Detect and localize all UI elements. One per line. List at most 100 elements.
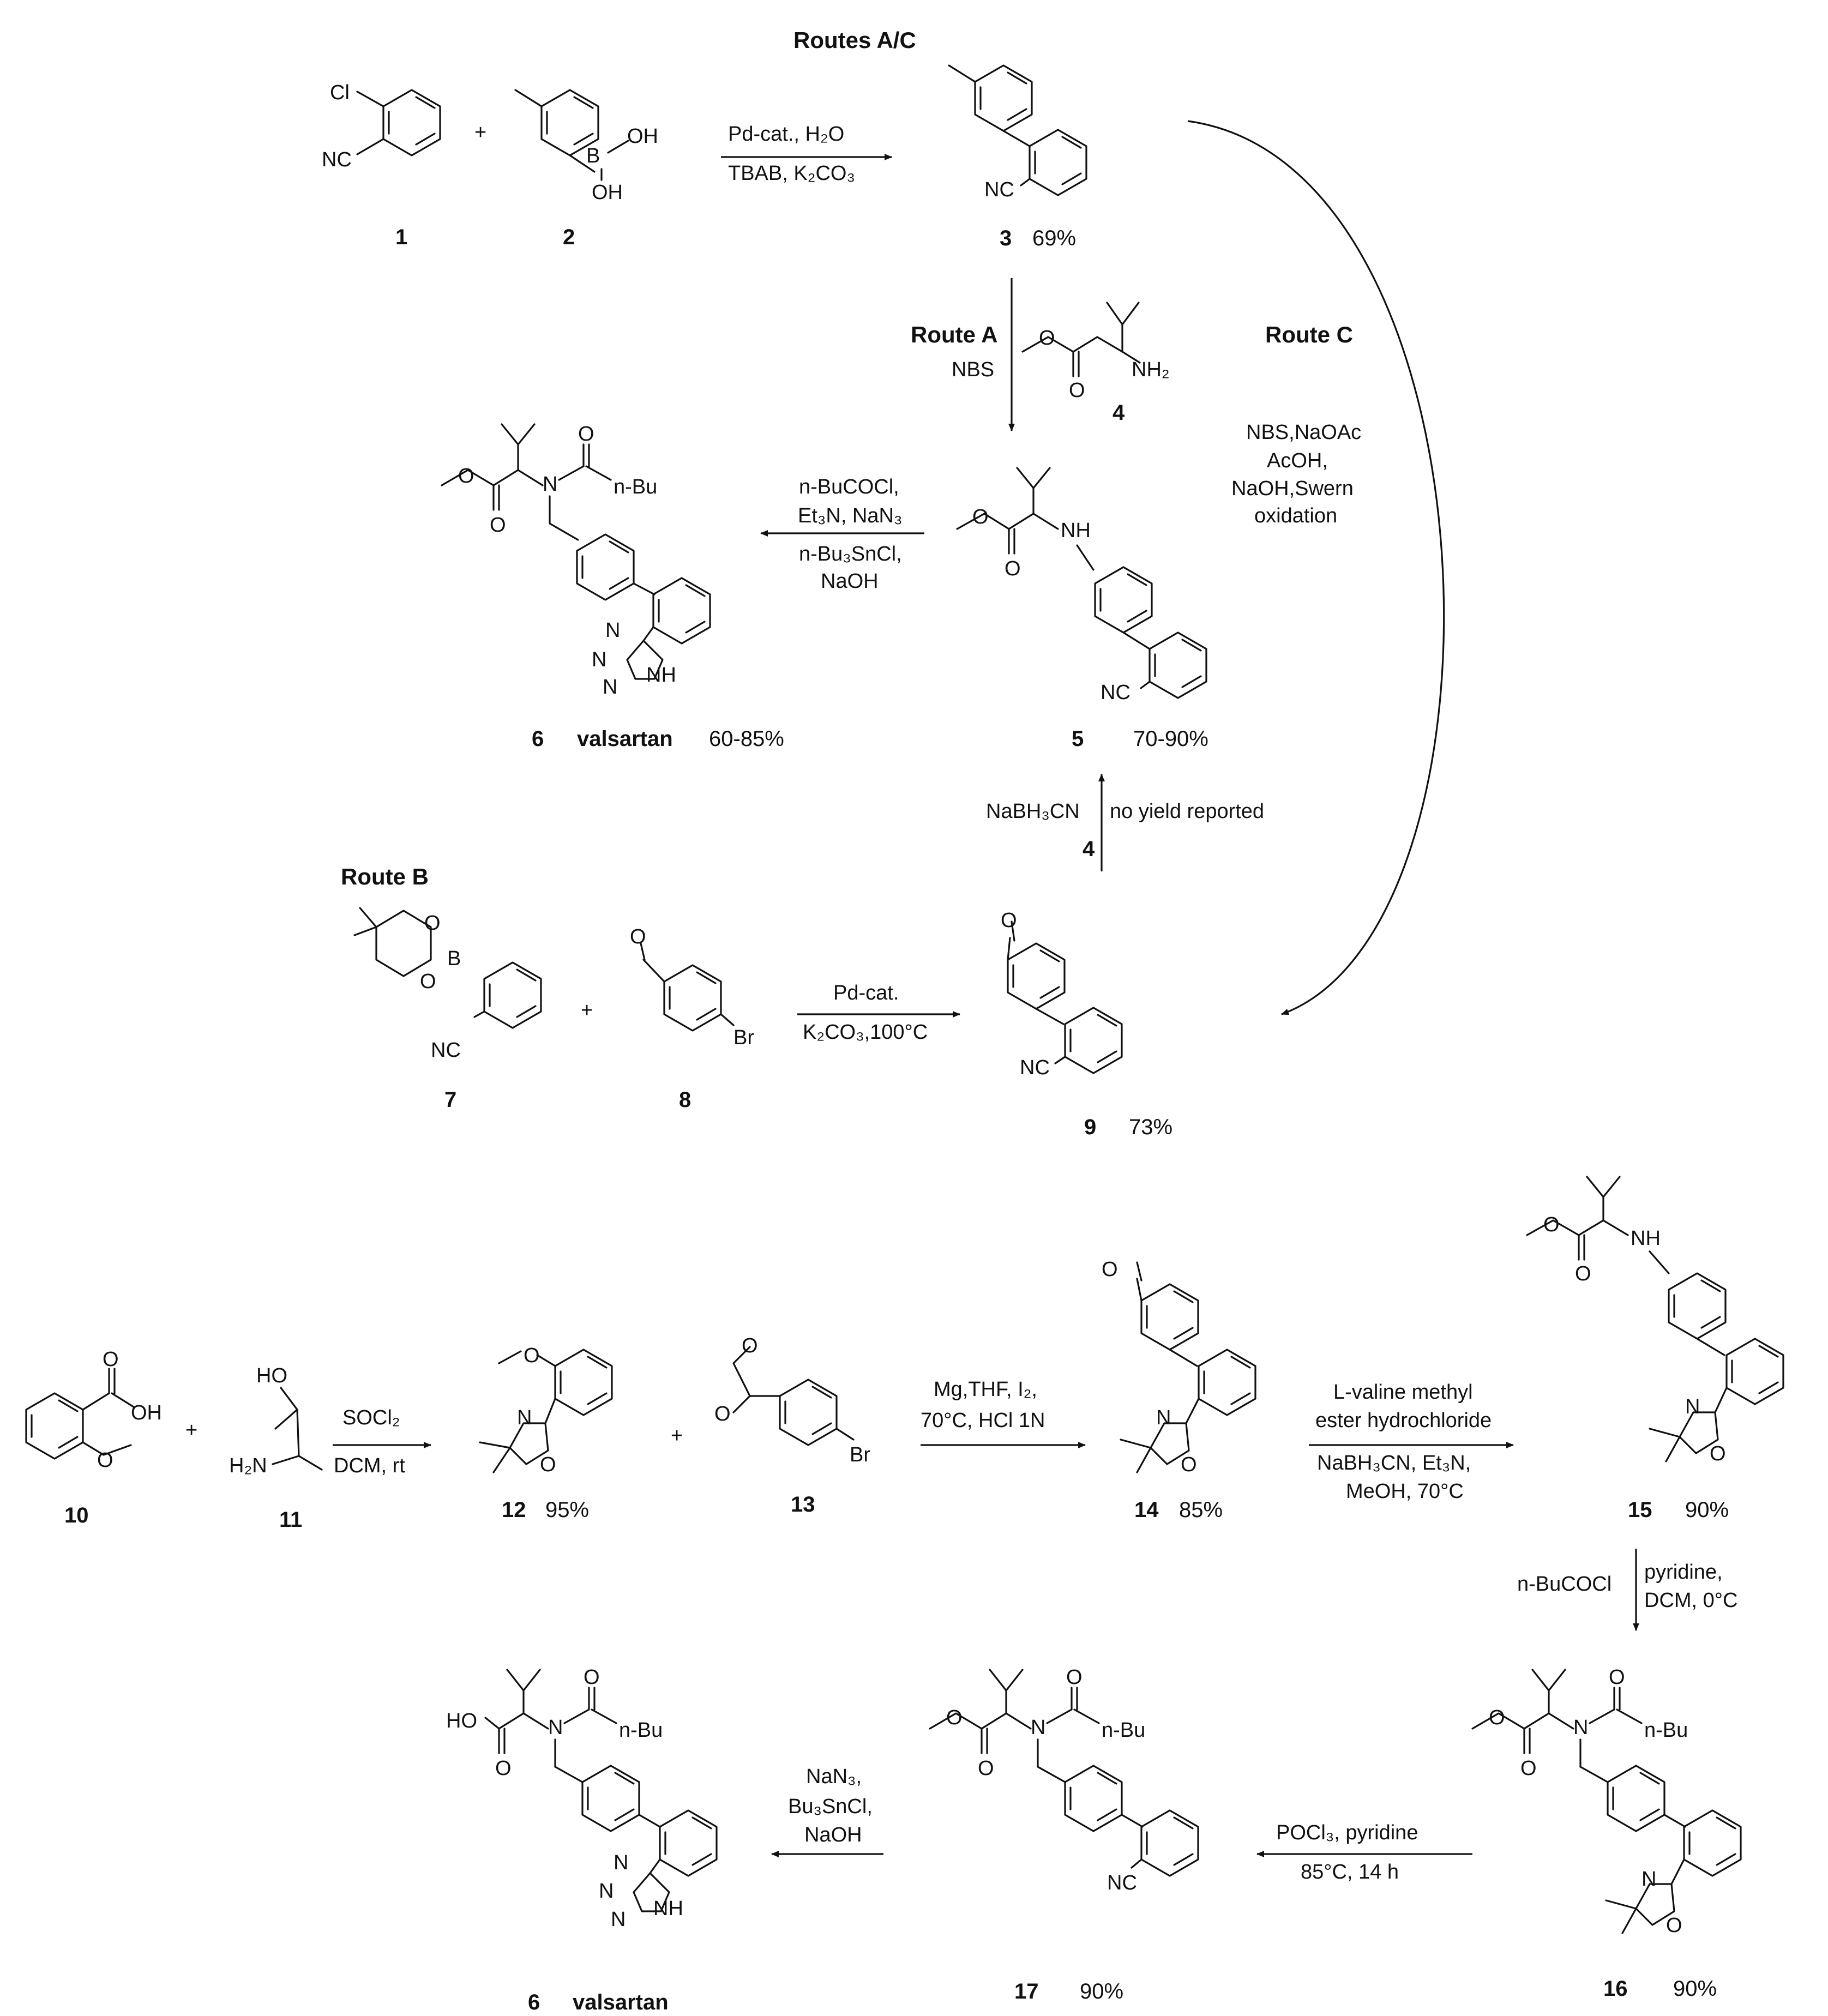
cmpd7-atom-nc: NC — [431, 1039, 461, 1062]
compound-16-yield: 90% — [1673, 1977, 1717, 2001]
cmpd16-atom-o1: O — [1489, 1706, 1505, 1729]
step9-5-reagent2: 4 — [1083, 837, 1095, 861]
compound-14-id: 14 — [1134, 1498, 1159, 1522]
compound-9-structure: O NC — [1001, 909, 1123, 1079]
cmpd12-atom-n: N — [517, 1406, 532, 1429]
route-a-reagent: NBS — [952, 358, 994, 381]
compound-5-yield: 70-90% — [1133, 727, 1208, 751]
compound-10-id: 10 — [64, 1503, 89, 1527]
cmpd6a-atom-o2: O — [490, 514, 506, 537]
plus-row2-2: + — [671, 1424, 683, 1447]
cmpd17-atom-o3: O — [1066, 1666, 1083, 1689]
compound-5-id: 5 — [1072, 727, 1084, 751]
cmpd10-atom-o2: O — [97, 1449, 113, 1472]
step1-cond-2: TBAB, K₂CO₃ — [728, 162, 855, 185]
cmpd6a-atom-n: N — [543, 473, 557, 496]
cmpd13-atom-o1: O — [742, 1334, 758, 1357]
route-c-cond-2: AcOH, — [1267, 449, 1328, 472]
step9-5-reagent: NaBH₃CN — [986, 800, 1080, 823]
cmpd16-atom-o3: O — [1609, 1666, 1625, 1689]
cmpd6a-atom-o3: O — [578, 423, 594, 446]
row2-cond3-3: NaBH₃CN, Et₃N, — [1317, 1452, 1471, 1475]
route-c-label: Route C — [1265, 322, 1353, 347]
cmpd17-atom-o2: O — [978, 1757, 994, 1780]
cmpd6b-atom-n1: N — [614, 1851, 628, 1874]
compound-14-yield: 85% — [1179, 1498, 1223, 1522]
cmpd12-atom-o1: O — [524, 1344, 540, 1367]
cmpd2-atom-b: B — [586, 145, 600, 167]
cmpd1-atom-cl: Cl — [330, 81, 350, 104]
routes-ac-label: Routes A/C — [793, 27, 916, 53]
step16-17-cond-2: 85°C, 14 h — [1301, 1861, 1399, 1883]
cmpd17-atom-n: N — [1031, 1716, 1045, 1739]
cmpd15-atom-o1: O — [1543, 1213, 1560, 1236]
compound-2-structure: B OH OH — [514, 89, 658, 204]
compound-8-id: 8 — [679, 1088, 691, 1112]
compound-17-structure: O O N O n-Bu NC — [929, 1666, 1199, 1894]
plus-1: + — [474, 121, 486, 144]
cmpd6a-atom-o1: O — [458, 465, 474, 488]
step5-6-cond-2: Et₃N, NaN₃ — [798, 504, 902, 527]
cmpd6a-atom-nh: NH — [646, 664, 676, 687]
compound-1-id: 1 — [395, 225, 407, 249]
cmpd14-atom-o1: O — [1102, 1258, 1118, 1281]
cmpd2-atom-oh2: OH — [592, 181, 623, 204]
cmpd16-atom-o2: O — [1520, 1757, 1537, 1780]
step16-17-cond-1: POCl₃, pyridine — [1276, 1821, 1418, 1844]
cmpd15-atom-o2: O — [1575, 1262, 1591, 1285]
compound-6a-yield: 60-85% — [709, 727, 784, 751]
compound-9-id: 9 — [1084, 1115, 1096, 1139]
route-b-label: Route B — [341, 864, 429, 889]
compound-17-id: 17 — [1014, 1979, 1039, 2003]
compound-3-id: 3 — [1000, 226, 1012, 250]
step5-6-cond-3: n-Bu₃SnCl, — [799, 543, 902, 565]
cmpd7-atom-b: B — [447, 947, 461, 970]
route-b-cond-2: K₂CO₃,100°C — [803, 1021, 928, 1044]
route-c-cond-3: NaOH,Swern — [1231, 477, 1354, 500]
cmpd4-atom-o1: O — [1039, 327, 1055, 350]
compound-7-structure: O B O NC — [353, 907, 542, 1062]
cmpd14-atom-o2: O — [1181, 1453, 1197, 1476]
compound-7-id: 7 — [444, 1088, 456, 1112]
compound-3-yield: 69% — [1032, 226, 1076, 250]
compound-15-structure: O O NH N O — [1526, 1176, 1784, 1465]
compound-11-structure: HO H₂N — [229, 1364, 323, 1477]
compound-16-structure: O O N O n-Bu N O — [1471, 1666, 1742, 1937]
cmpd4-atom-nh2: NH₂ — [1132, 358, 1170, 381]
route-c-cond-4: oxidation — [1254, 504, 1337, 527]
cmpd5-atom-o1: O — [972, 505, 989, 528]
compound-1-structure: Cl NC — [322, 81, 441, 171]
step17-6-cond-3: NaOH — [804, 1824, 862, 1846]
compound-15-id: 15 — [1628, 1498, 1652, 1522]
plus-route-b: + — [581, 999, 593, 1022]
cmpd5-atom-o2: O — [1005, 557, 1021, 580]
cmpd17-atom-nbu: n-Bu — [1102, 1719, 1145, 1742]
cmpd3-atom-nc: NC — [984, 178, 1014, 201]
step17-6-cond-2: Bu₃SnCl, — [788, 1795, 873, 1818]
compound-10-structure: O OH O — [25, 1348, 162, 1472]
compound-4-id: 4 — [1113, 401, 1125, 425]
route-c-arrow — [1187, 120, 1445, 1015]
cmpd16-atom-n: N — [1573, 1716, 1588, 1739]
compound-11-id: 11 — [279, 1508, 302, 1532]
step15-16-cond-1: pyridine, — [1644, 1561, 1723, 1584]
compound-12-id: 12 — [502, 1498, 526, 1522]
cmpd5-atom-nc: NC — [1101, 681, 1131, 704]
row2-cond3-4: MeOH, 70°C — [1346, 1480, 1464, 1503]
cmpd16-atom-n2: N — [1641, 1868, 1656, 1891]
compound-8-structure: O Br — [630, 925, 754, 1049]
cmpd16-atom-o4: O — [1666, 1914, 1682, 1937]
cmpd14-atom-n: N — [1156, 1406, 1171, 1429]
cmpd6b-atom-o1: O — [495, 1757, 512, 1780]
step17-6-cond-1: NaN₃, — [806, 1765, 862, 1788]
compound-12-structure: O N O — [479, 1344, 613, 1476]
step15-16-reagent: n-BuCOCl — [1517, 1573, 1611, 1596]
cmpd9-atom-nc: NC — [1020, 1056, 1050, 1079]
step5-6-cond-4: NaOH — [821, 570, 879, 593]
step5-6-cond-1: n-BuCOCl, — [799, 476, 899, 498]
compound-17-yield: 90% — [1080, 1979, 1123, 2003]
compound-15-yield: 90% — [1685, 1498, 1729, 1522]
step1-cond-1: Pd-cat., H₂O — [728, 123, 844, 146]
cmpd11-atom-h2n: H₂N — [229, 1454, 267, 1477]
